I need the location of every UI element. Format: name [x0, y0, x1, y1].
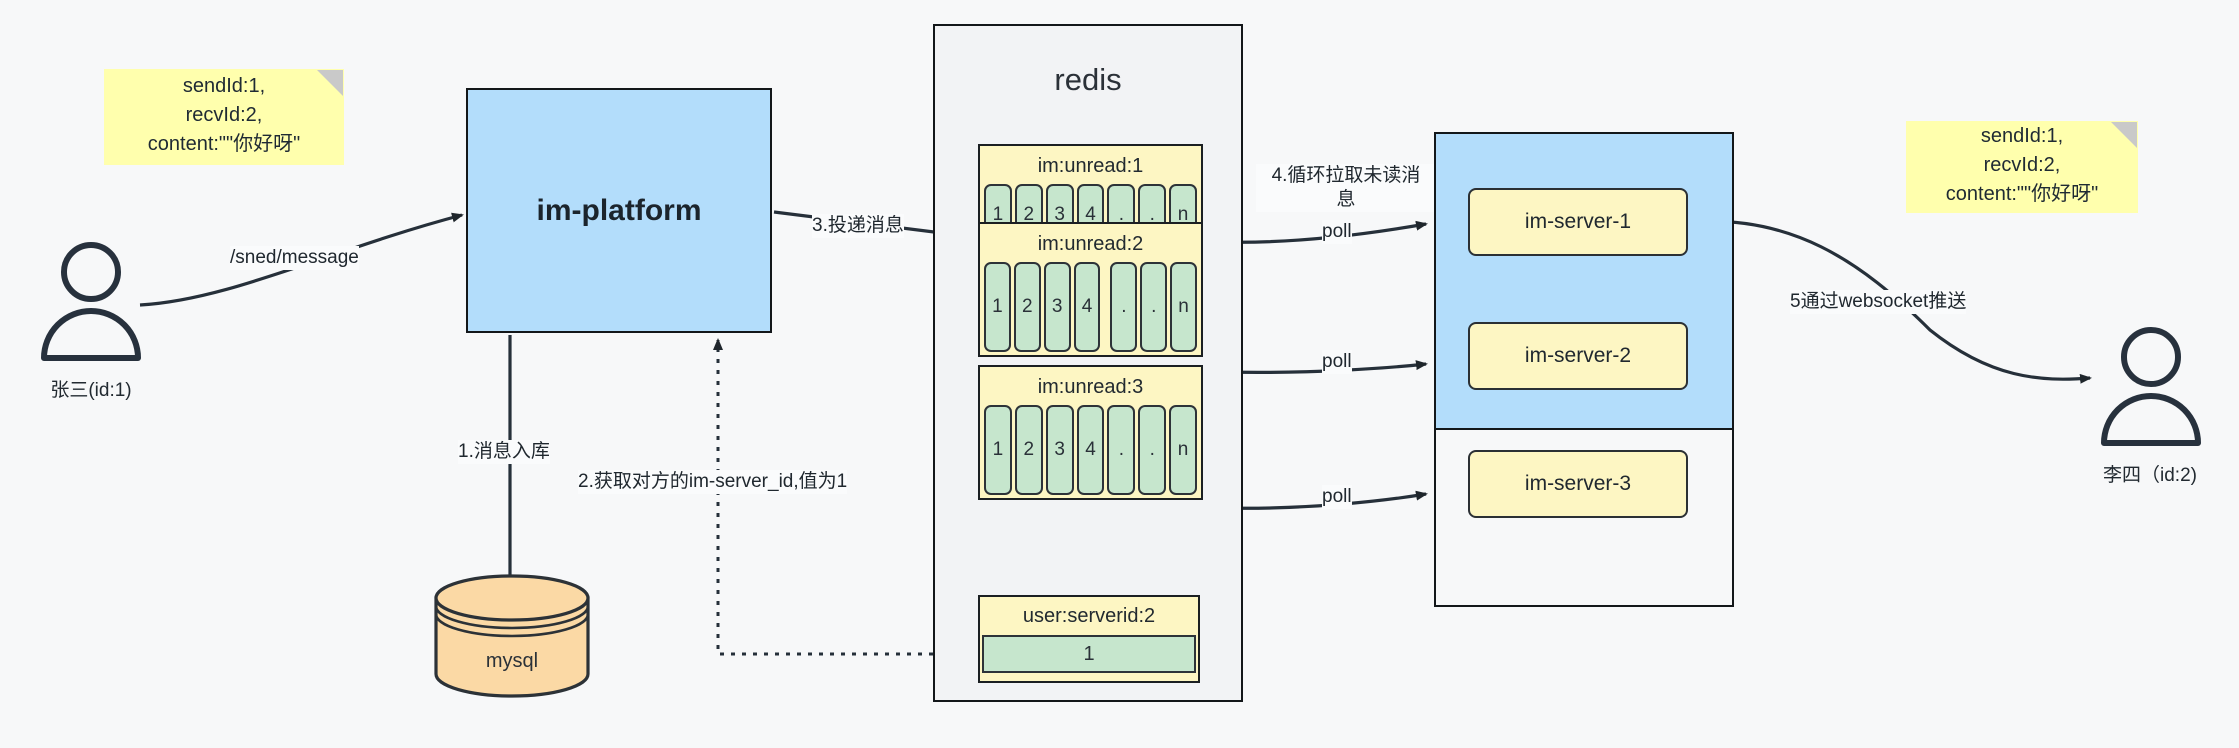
person-icon [2101, 327, 2201, 446]
im-server-2-box[interactable]: im-server-2 [1468, 322, 1688, 390]
redis-cell: . [1140, 262, 1168, 352]
redis-key-name: im:unread:2 [1037, 233, 1144, 255]
actor-receiver [2092, 325, 2210, 455]
actor-receiver-label: 李四（id:2) [2103, 465, 2197, 486]
edge-label-step1: 1.消息入库 [458, 440, 550, 464]
im-server-label: im-server-1 [1524, 210, 1632, 233]
redis-title: redis [1054, 62, 1122, 97]
mysql-label: mysql [485, 650, 539, 672]
redis-cell: 2 [1013, 262, 1041, 352]
note-fold-icon [317, 70, 343, 96]
im-server-label: im-server-2 [1524, 344, 1632, 367]
im-server-label: im-server-3 [1524, 472, 1632, 495]
redis-cell: 4 [1076, 405, 1105, 495]
redis-cell: . [1138, 405, 1167, 495]
im-server-group-outline [1434, 132, 1734, 607]
actor-sender-label: 张三(id:1) [50, 380, 132, 401]
note-left-text: sendId:1, recvId:2, content:""你好呀" [147, 74, 301, 155]
edge-label-poll-2: poll [1322, 350, 1352, 374]
redis-key-value: 1 [982, 635, 1196, 673]
edge-label-step4: 4.循环拉取未读消 息 [1256, 164, 1436, 212]
redis-key-im-unread-2[interactable]: im:unread:2 1 2 3 4 . . n [978, 222, 1203, 357]
edge-serverid-to-platform [713, 338, 933, 656]
redis-cell: 3 [1043, 262, 1071, 352]
redis-key-name: user:serverid:2 [1022, 605, 1156, 627]
edge-label-poll-1: poll [1322, 220, 1352, 244]
redis-key-name: im:unread:3 [1037, 376, 1144, 398]
edge-label-poll-3: poll [1322, 485, 1352, 509]
person-icon [41, 242, 141, 361]
redis-cell: n [1170, 262, 1198, 352]
edge-label-step5: 5通过websocket推送 [1790, 290, 1967, 314]
redis-key-name: im:unread:1 [1037, 155, 1144, 177]
im-server-1-box[interactable]: im-server-1 [1468, 188, 1688, 256]
redis-cell: 2 [1014, 405, 1043, 495]
redis-container: redis [933, 24, 1243, 702]
redis-cell: 1 [984, 262, 1011, 352]
redis-cell: 4 [1073, 262, 1101, 352]
redis-key-im-unread-3[interactable]: im:unread:3 1 2 3 4 . . n [978, 365, 1203, 500]
redis-cell: 3 [1045, 405, 1074, 495]
edge-label-step2: 2.获取对方的im-server_id,值为1 [578, 470, 848, 494]
cylinder-icon [434, 574, 590, 698]
mysql-database[interactable]: mysql [432, 570, 592, 700]
edge-label-step3: 3.投递消息 [812, 214, 904, 238]
im-platform-box[interactable]: im-platform [466, 88, 772, 333]
redis-cell: n [1169, 405, 1198, 495]
actor-sender [32, 240, 150, 370]
edge-sender-to-platform [139, 212, 464, 307]
redis-cell: . [1110, 262, 1138, 352]
note-right: sendId:1, recvId:2, content:""你好呀" [1906, 121, 2138, 213]
note-right-text: sendId:1, recvId:2, content:""你好呀" [1945, 124, 2099, 205]
redis-cell: 1 [984, 405, 1012, 495]
note-left: sendId:1, recvId:2, content:""你好呀" [104, 69, 344, 165]
redis-cell: . [1107, 405, 1136, 495]
im-server-3-box[interactable]: im-server-3 [1468, 450, 1688, 518]
note-fold-icon [2111, 122, 2137, 148]
edge-server1-to-receiver [1687, 219, 2092, 384]
redis-key-user-serverid[interactable]: user:serverid:2 1 [978, 595, 1200, 683]
edge-label-send-message: /sned/message [230, 246, 359, 270]
im-platform-label: im-platform [536, 193, 702, 227]
